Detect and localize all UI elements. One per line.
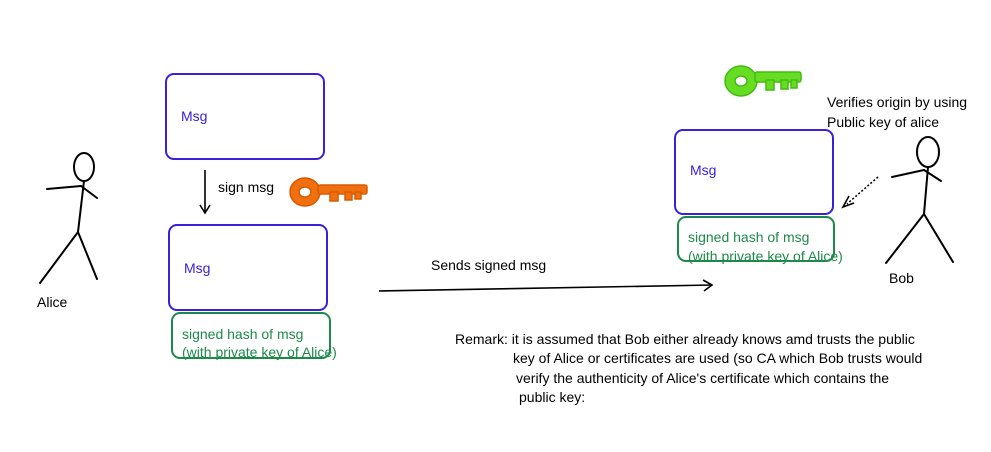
remark-line3: verify the authenticity of Alice's certi… xyxy=(516,370,890,386)
remark-line1: Remark: it is assumed that Bob either al… xyxy=(455,331,915,347)
sign-msg-label: sign msg xyxy=(218,179,275,195)
receiver-hash-line2: (with private key of Alice) xyxy=(688,248,843,264)
public-key-icon xyxy=(724,65,802,97)
alice-figure xyxy=(39,152,98,284)
alice-label: Alice xyxy=(37,294,68,310)
signed-message-box: Msg xyxy=(168,224,328,311)
remark-line2: key of Alice or certificates are used (s… xyxy=(513,350,923,366)
bob-figure xyxy=(885,136,954,264)
sender-signed-hash-box: signed hash of msg (with private key of … xyxy=(171,312,337,360)
private-key-icon xyxy=(289,177,368,207)
sends-signed-msg-label: Sends signed msg xyxy=(431,257,547,273)
receiver-hash-line1: signed hash of msg xyxy=(688,229,810,245)
remark-line4: public key: xyxy=(519,389,586,405)
verify-line2: Public key of alice xyxy=(827,114,940,130)
verify-arrow xyxy=(841,176,879,209)
received-message-box-label: Msg xyxy=(690,162,717,178)
sign-arrow xyxy=(199,170,211,215)
message-box-label: Msg xyxy=(181,108,208,124)
message-box: Msg xyxy=(165,73,325,160)
sender-hash-line1: signed hash of msg xyxy=(182,326,304,342)
verify-line1: Verifies origin by using xyxy=(827,94,968,110)
receiver-signed-hash-box: signed hash of msg (with private key of … xyxy=(677,216,843,264)
signed-message-box-label: Msg xyxy=(184,260,211,276)
bob-label: Bob xyxy=(889,270,914,286)
received-message-box: Msg xyxy=(674,129,834,215)
sends-arrow xyxy=(378,279,714,292)
sender-hash-line2: (with private key of Alice) xyxy=(182,344,337,360)
